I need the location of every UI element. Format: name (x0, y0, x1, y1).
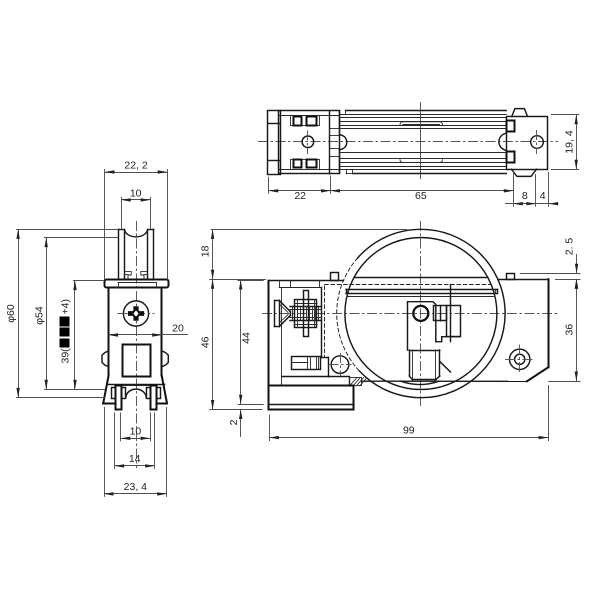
svg-text:10: 10 (130, 187, 142, 199)
svg-text:36: 36 (563, 324, 575, 336)
svg-text:46: 46 (200, 336, 212, 348)
svg-text:18: 18 (200, 245, 212, 257)
svg-text:8: 8 (522, 190, 528, 202)
svg-text:44: 44 (240, 332, 252, 344)
svg-text:2. 5: 2. 5 (564, 238, 576, 256)
svg-text:22, 2: 22, 2 (124, 160, 148, 172)
svg-text:99: 99 (403, 425, 415, 437)
svg-text:19, 4: 19, 4 (563, 130, 575, 154)
svg-text:φ60: φ60 (5, 304, 17, 323)
svg-text:10: 10 (130, 426, 142, 438)
svg-text:2: 2 (228, 419, 240, 425)
svg-text:14: 14 (129, 453, 141, 465)
svg-text:20: 20 (172, 323, 184, 335)
svg-text:φ54: φ54 (33, 306, 45, 325)
svg-text:22: 22 (294, 190, 306, 202)
svg-text:4: 4 (540, 190, 546, 202)
svg-text:39(: 39( (60, 348, 72, 364)
svg-text:23, 4: 23, 4 (124, 481, 148, 493)
svg-text:65: 65 (415, 190, 427, 202)
svg-text:+4): +4) (60, 299, 72, 314)
